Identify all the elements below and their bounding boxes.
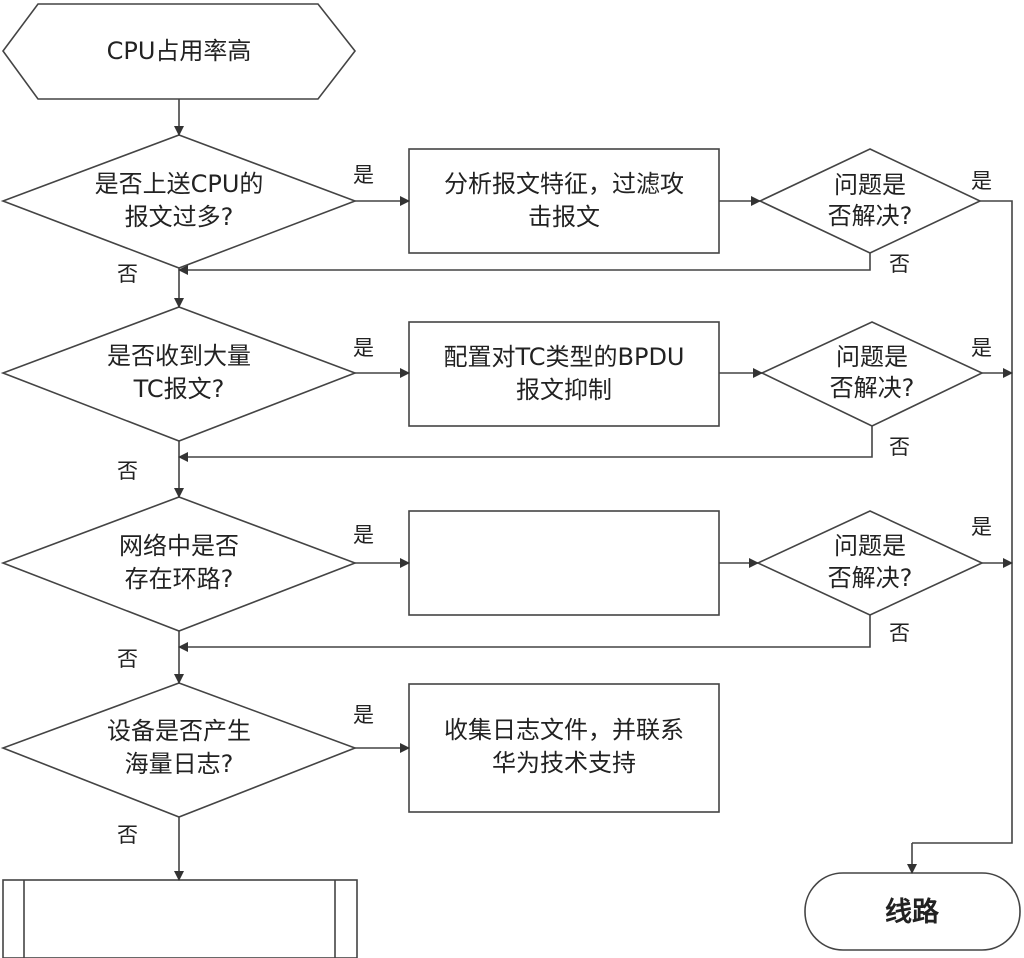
action-tc-suppress-line1: 配置对TC类型的BPDU [444,343,685,371]
action-loop-blank [408,510,720,616]
action-collect-logs-line2: 华为技术支持 [492,749,636,777]
decision-network-loop-line2: 存在环路? [125,565,234,593]
check-solved-2: 问题是 否解决? [760,321,984,427]
action-filter-attack: 分析报文特征，过滤攻 击报文 [408,148,720,254]
label-no-c3: 否 [889,621,910,645]
decision-network-loop: 网络中是否 存在环路? [0,496,358,632]
decision-tc-packets-line2: TC报文? [133,375,225,403]
check-solved-3-line1: 问题是 [834,532,906,560]
decision-massive-logs-line2: 海量日志? [125,750,234,778]
arrow-c2-no [178,426,873,462]
decision-cpu-packets-line2: 报文过多? [125,203,234,231]
decision-cpu-packets-line1: 是否上送CPU的 [95,170,264,198]
action-filter-attack-line1: 分析报文特征，过滤攻 [444,170,684,198]
check-solved-3-line2: 否解决? [828,564,913,592]
start-label: CPU占用率高 [107,37,252,65]
label-yes-c3: 是 [971,515,992,539]
label-no-c1: 否 [889,252,910,276]
label-yes-c1: 是 [971,169,992,193]
terminal-label: 线路 [885,896,940,928]
label-yes-c2: 是 [971,336,992,360]
label-yes-d3: 是 [353,523,374,547]
start-node: CPU占用率高 [2,3,357,100]
label-no-c2: 否 [889,435,910,459]
action-tc-suppress: 配置对TC类型的BPDU 报文抑制 [408,321,720,427]
check-solved-3: 问题是 否解决? [756,510,984,616]
label-yes-d1: 是 [353,163,374,187]
rail-solved [912,200,1013,844]
label-no-d2: 否 [117,459,138,483]
action-collect-logs: 收集日志文件，并联系 华为技术支持 [408,683,720,813]
decision-cpu-packets: 是否上送CPU的 报文过多? [0,134,358,269]
label-no-d3: 否 [117,647,138,671]
decision-massive-logs-line1: 设备是否产生 [107,717,251,745]
label-no-d1: 否 [117,262,138,286]
check-solved-1-line1: 问题是 [834,171,906,199]
end-process-box [2,879,358,958]
arrow-c1-no [178,253,871,275]
action-tc-suppress-line2: 报文抑制 [516,376,612,404]
action-filter-attack-line2: 击报文 [528,203,600,231]
action-collect-logs-line1: 收集日志文件，并联系 [444,716,684,744]
check-solved-1: 问题是 否解决? [758,148,982,254]
arrow-c3-no [178,615,871,652]
decision-tc-packets: 是否收到大量 TC报文? [0,306,358,442]
check-solved-2-line2: 否解决? [830,374,915,402]
decision-tc-packets-line1: 是否收到大量 [107,342,251,370]
label-no-d4: 否 [117,823,138,847]
decision-network-loop-line1: 网络中是否 [119,532,239,560]
label-yes-d2: 是 [353,336,374,360]
check-solved-2-line1: 问题是 [836,343,908,371]
check-solved-1-line2: 否解决? [828,202,913,230]
decision-massive-logs: 设备是否产生 海量日志? [0,682,358,818]
label-yes-d4: 是 [353,703,374,727]
terminal-node: 线路 [804,872,1021,951]
